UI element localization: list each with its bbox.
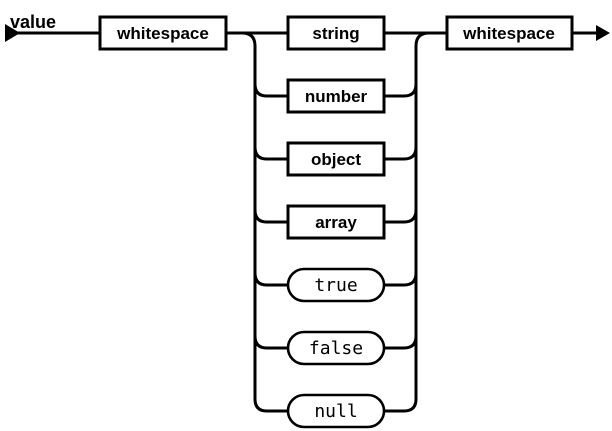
node-true: true xyxy=(286,267,386,303)
rail-right-branch-true xyxy=(384,272,418,287)
node-number-label: number xyxy=(305,87,368,106)
rail-right-branch-false xyxy=(384,335,418,350)
rail-left-trunk xyxy=(241,31,288,413)
rail-left-branch-true xyxy=(253,272,288,287)
rail-right-branch-object xyxy=(384,146,418,161)
node-object: object xyxy=(286,141,386,177)
node-string-box xyxy=(286,15,386,51)
rail-right-branch-number xyxy=(384,83,418,98)
node-null: null xyxy=(286,393,386,429)
node-whitespace-right-box xyxy=(445,15,574,51)
node-false-label: false xyxy=(309,338,363,359)
node-number-box xyxy=(286,78,386,114)
rule-name-label: value xyxy=(10,12,56,32)
node-string: string xyxy=(286,15,386,51)
node-object-label: object xyxy=(311,150,361,169)
node-whitespace-left-label: whitespace xyxy=(116,24,209,43)
node-whitespace-left: whitespace xyxy=(98,15,228,51)
rail-left-branch-array xyxy=(253,209,288,224)
node-null-label: null xyxy=(314,401,357,422)
rail-right-branch-array xyxy=(384,209,418,224)
node-whitespace-right: whitespace xyxy=(445,15,574,51)
start-arrow-icon xyxy=(5,24,20,42)
node-array-box xyxy=(286,204,386,240)
node-object-box xyxy=(286,141,386,177)
node-array-label: array xyxy=(315,213,357,232)
node-whitespace-left-box xyxy=(98,15,228,51)
rail-left-branch-number xyxy=(253,83,288,98)
node-true-box xyxy=(286,267,386,303)
end-arrow-icon xyxy=(596,25,610,41)
node-array: array xyxy=(286,204,386,240)
node-true-label: true xyxy=(314,275,357,296)
rail-lines xyxy=(16,31,598,413)
node-false: false xyxy=(286,330,386,366)
rail-right-trunk xyxy=(384,31,430,413)
rail-left-branch-object xyxy=(253,146,288,161)
node-null-box xyxy=(286,393,386,429)
rail-left-branch-false xyxy=(253,335,288,350)
node-false-box xyxy=(286,330,386,366)
node-number: number xyxy=(286,78,386,114)
node-string-label: string xyxy=(312,24,359,43)
node-whitespace-right-label: whitespace xyxy=(462,24,555,43)
